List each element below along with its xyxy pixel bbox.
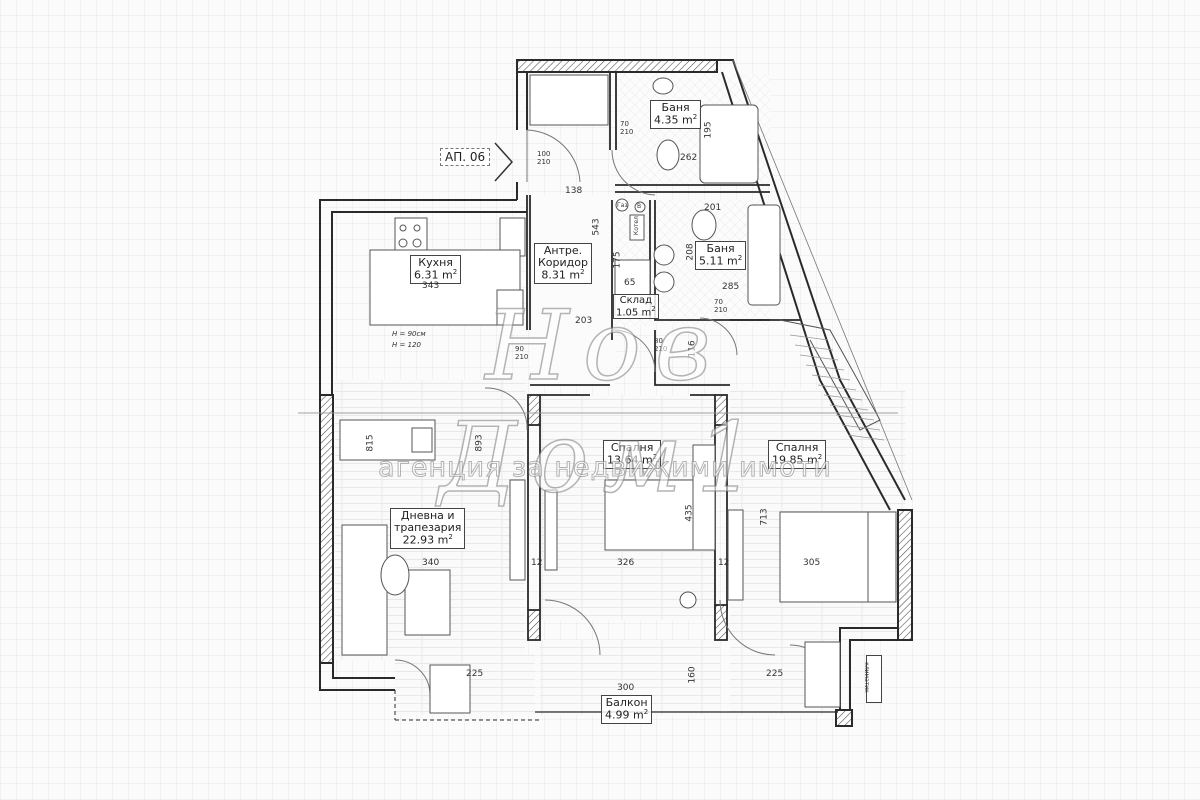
hood-spec-1: Н = 90см — [392, 330, 426, 338]
room-area: 4.99 m2 — [605, 708, 649, 722]
dim-corridor-top: 138 — [565, 186, 583, 196]
dim-balcony-depth: 160 — [687, 666, 698, 684]
furniture — [339, 74, 897, 714]
room-tag-living: Дневна и трапезария 22.93 m2 — [390, 508, 466, 549]
dim-bed1-width: 326 — [617, 558, 635, 568]
room-area: 22.93 m2 — [402, 533, 453, 547]
boiler-label: Котел — [632, 216, 640, 236]
room-name: Баня — [706, 242, 735, 255]
room-name: Склад — [619, 295, 653, 306]
interior-walls — [526, 72, 800, 641]
stair-lines — [789, 334, 885, 441]
dim-corridor-width: 203 — [575, 316, 593, 326]
room-area: 4.35 m2 — [654, 113, 698, 127]
room-area: 8.31 m2 — [541, 268, 585, 282]
dim-balcony-width: 300 — [617, 683, 635, 693]
dim-living-terrace: 225 — [466, 669, 484, 679]
dim-living-length: 893 — [474, 434, 485, 452]
dim-bath2-length: 285 — [722, 282, 740, 292]
room-tag-storage: Склад 1.05 m2 — [613, 294, 659, 320]
hood-spec-2: Н = 120 — [392, 341, 421, 349]
apartment-label: АП. 06 — [440, 148, 491, 166]
water-label: В — [637, 203, 642, 210]
dim-bed2-width: 305 — [803, 558, 821, 568]
room-area: 13.64 m2 — [607, 453, 658, 467]
room-name-line1: Дневна и — [400, 509, 455, 522]
room-tag-bathroom-1: Баня 4.35 m2 — [650, 100, 702, 129]
dim-bath2-top: 201 — [704, 203, 722, 213]
room-name: Спалня — [610, 441, 654, 454]
dim-window-a: 12 — [531, 558, 543, 568]
room-name: Баня — [661, 101, 690, 114]
dim-corridor-length: 543 — [591, 218, 602, 236]
dim-storage-width: 65 — [624, 278, 636, 288]
dim-bath1-length: 262 — [680, 153, 698, 163]
room-area: 5.11 m2 — [699, 254, 743, 268]
room-tag-corridor: Антре. Коридор 8.31 m2 — [534, 243, 592, 284]
dim-window-b: 12 — [718, 558, 730, 568]
room-name-line1: Антре. — [543, 244, 583, 257]
dim-living-table: 340 — [422, 558, 440, 568]
dim-bath2-side: 208 — [685, 243, 696, 261]
dim-bed2-length: 713 — [759, 508, 770, 526]
room-area: 6.31 m2 — [414, 268, 458, 282]
dim-living-width: 815 — [365, 434, 376, 452]
room-area: 19.85 m2 — [772, 453, 823, 467]
room-name: Спалня — [775, 441, 819, 454]
room-name-line2: Коридор — [538, 256, 588, 270]
room-name-line2: трапезария — [394, 521, 462, 535]
ac-unit: климатик — [863, 655, 882, 703]
room-tag-bedroom-2: Спалня 19.85 m2 — [768, 440, 827, 469]
entrance-arrow-icon — [494, 142, 514, 182]
dim-bed1-length: 435 — [684, 504, 695, 522]
room-tag-bathroom-2: Баня 5.11 m2 — [695, 241, 747, 270]
dim-bed2-terrace: 225 — [766, 669, 784, 679]
room-tag-balcony: Балкон 4.99 m2 — [601, 695, 653, 724]
room-area: 1.05 m2 — [616, 305, 656, 319]
dim-storage-height: 175 — [612, 251, 623, 269]
room-tag-kitchen: Кухня 6.31 m2 — [410, 255, 462, 284]
watermark-divider — [298, 412, 898, 414]
room-name: Балкон — [605, 696, 648, 709]
room-tag-bedroom-1: Спалня 13.64 m2 — [603, 440, 662, 469]
gas-label: Газ — [617, 202, 628, 209]
dim-bath1-tub: 195 — [703, 121, 714, 139]
room-name: Кухня — [418, 256, 453, 269]
dim-kitchen-length: 343 — [422, 281, 440, 291]
dim-corridor-end: 116 — [687, 340, 698, 358]
